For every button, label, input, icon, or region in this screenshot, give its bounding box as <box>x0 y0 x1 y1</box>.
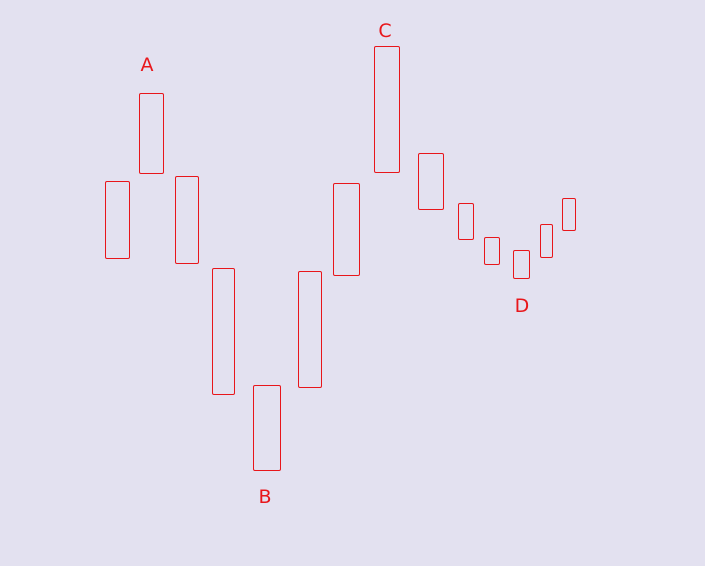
bar-13 <box>540 224 553 258</box>
bar-9 <box>418 153 444 210</box>
bar-7 <box>333 183 360 276</box>
bar-2 <box>139 93 164 174</box>
bar-14 <box>562 198 576 231</box>
bar-6 <box>298 271 322 388</box>
bar-5 <box>253 385 281 471</box>
label-b: B <box>258 486 271 508</box>
bar-8 <box>374 46 400 173</box>
label-a: A <box>141 54 154 76</box>
bar-3 <box>175 176 199 264</box>
label-d: D <box>515 295 530 317</box>
label-c: C <box>378 20 391 42</box>
bar-group <box>105 46 576 471</box>
bar-10 <box>458 203 474 240</box>
bar-11 <box>484 237 500 265</box>
bar-12 <box>513 250 530 279</box>
bar-1 <box>105 181 130 259</box>
bar-4 <box>212 268 235 395</box>
